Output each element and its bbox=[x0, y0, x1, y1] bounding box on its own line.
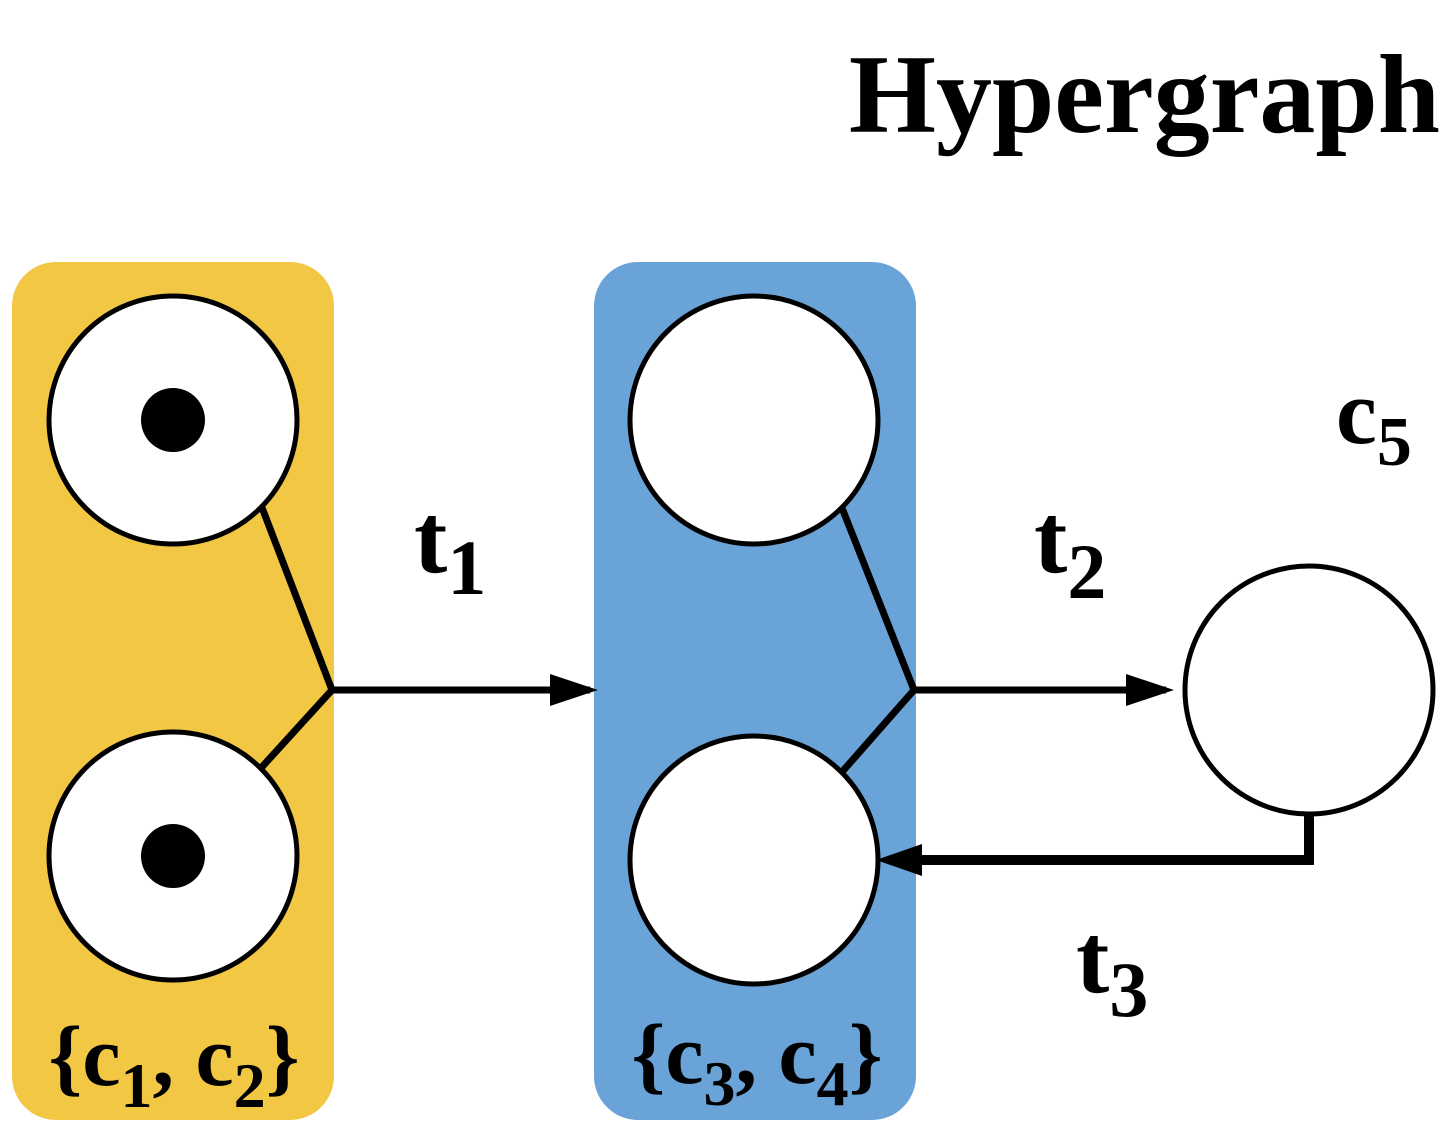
diagram-title: Hypergraph bbox=[849, 33, 1440, 157]
token-c1 bbox=[141, 388, 205, 452]
place-c3 bbox=[627, 293, 881, 547]
group-label-c3-c4: {c3, c4} bbox=[631, 1006, 882, 1119]
t3-arrow bbox=[920, 812, 1314, 865]
t2-input-arc-c4 bbox=[839, 687, 917, 775]
t1-input-arc-c2 bbox=[258, 687, 335, 771]
t2-arrowhead bbox=[1126, 674, 1174, 706]
transition-label-t3: t3 bbox=[1076, 903, 1148, 1033]
place-c4 bbox=[627, 733, 881, 987]
transition-label-t1: t1 bbox=[414, 483, 486, 611]
place-label-c5: c5 bbox=[1336, 361, 1412, 481]
t1-input-arc-c1 bbox=[257, 503, 336, 692]
group-label-c1-c2: {c1, c2} bbox=[48, 1008, 299, 1121]
t2-input-arc-c3 bbox=[838, 506, 918, 692]
token-c2 bbox=[141, 824, 205, 888]
t1-arrowhead bbox=[550, 674, 598, 706]
place-c5 bbox=[1182, 563, 1436, 817]
t3-arrowhead bbox=[876, 844, 922, 876]
transition-label-t2: t2 bbox=[1034, 483, 1106, 615]
